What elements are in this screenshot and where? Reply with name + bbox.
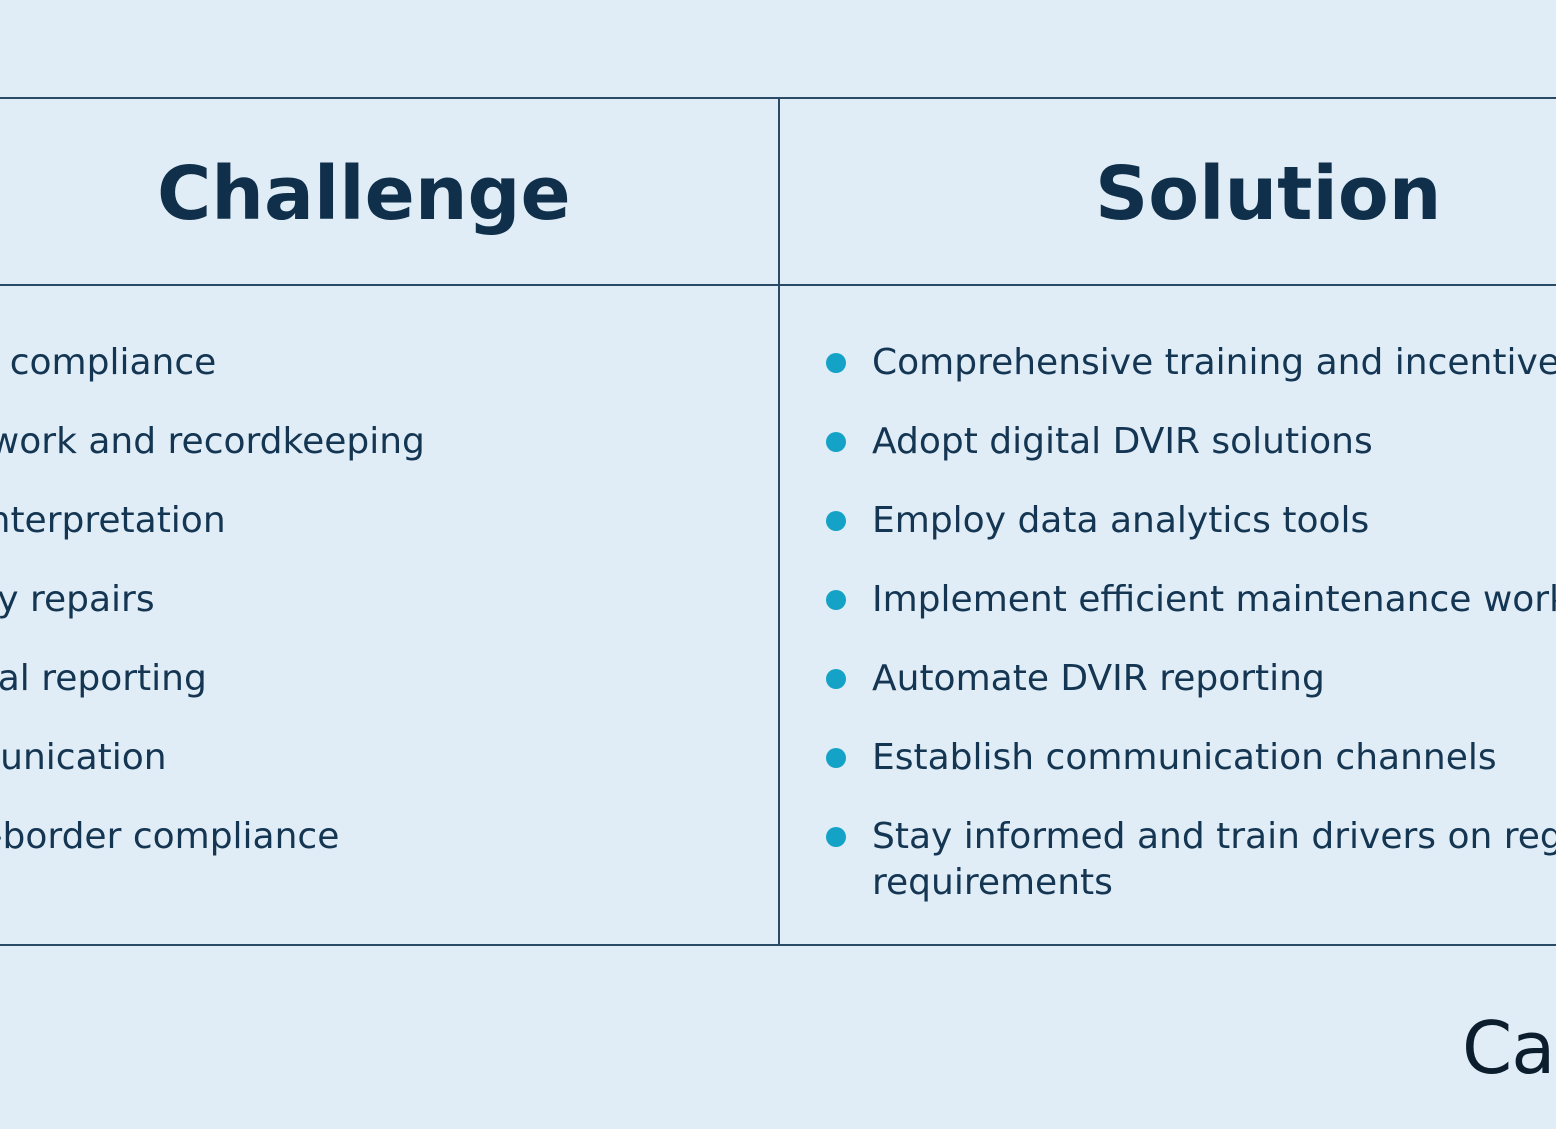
challenge-item: mmunication — [0, 737, 167, 778]
solution-item: Stay informed and train drivers on regio… — [822, 814, 1556, 909]
challenge-heading: Challenge — [157, 151, 571, 237]
solution-list: Comprehensive training and incentives Ad… — [822, 340, 1556, 909]
bullet-dot-icon — [826, 511, 846, 531]
solution-item-text: Employ data analytics tools — [872, 500, 1370, 541]
challenge-item: perwork and recordkeeping — [0, 421, 425, 462]
column-divider — [778, 99, 780, 944]
challenge-list: iver compliance perwork and recordkeepin… — [0, 340, 425, 893]
solution-item: Comprehensive training and incentives — [822, 340, 1556, 419]
solution-item-text: Automate DVIR reporting — [872, 658, 1325, 699]
solution-item: Adopt digital DVIR solutions — [822, 419, 1556, 498]
solution-item-text: Adopt digital DVIR solutions — [872, 421, 1373, 462]
solution-item-text: Comprehensive training and incentives — [872, 342, 1556, 383]
challenge-item: iver compliance — [0, 342, 217, 383]
solution-item-text: Stay informed and train drivers on regio… — [872, 816, 1556, 903]
solution-item: Automate DVIR reporting — [822, 656, 1556, 735]
challenge-item: anual reporting — [0, 658, 207, 699]
bullet-dot-icon — [826, 827, 846, 847]
comparison-table: Challenge Solution iver compliance perwo… — [0, 97, 1556, 946]
solution-item: Establish communication channels — [822, 735, 1556, 814]
brand-logo-text: Cal — [1462, 1006, 1556, 1090]
solution-item: Implement efficient maintenance workflo — [822, 577, 1556, 656]
bullet-dot-icon — [826, 353, 846, 373]
solution-heading: Solution — [1095, 151, 1442, 237]
bullet-dot-icon — [826, 432, 846, 452]
challenge-item: mely repairs — [0, 579, 155, 620]
bullet-dot-icon — [826, 590, 846, 610]
challenge-item: oss-border compliance — [0, 816, 340, 857]
solution-item-text: Implement efficient maintenance workflo — [872, 579, 1556, 620]
challenge-item: ta interpretation — [0, 500, 226, 541]
solution-item-text: Establish communication channels — [872, 737, 1497, 778]
bullet-dot-icon — [826, 669, 846, 689]
bullet-dot-icon — [826, 748, 846, 768]
solution-item: Employ data analytics tools — [822, 498, 1556, 577]
